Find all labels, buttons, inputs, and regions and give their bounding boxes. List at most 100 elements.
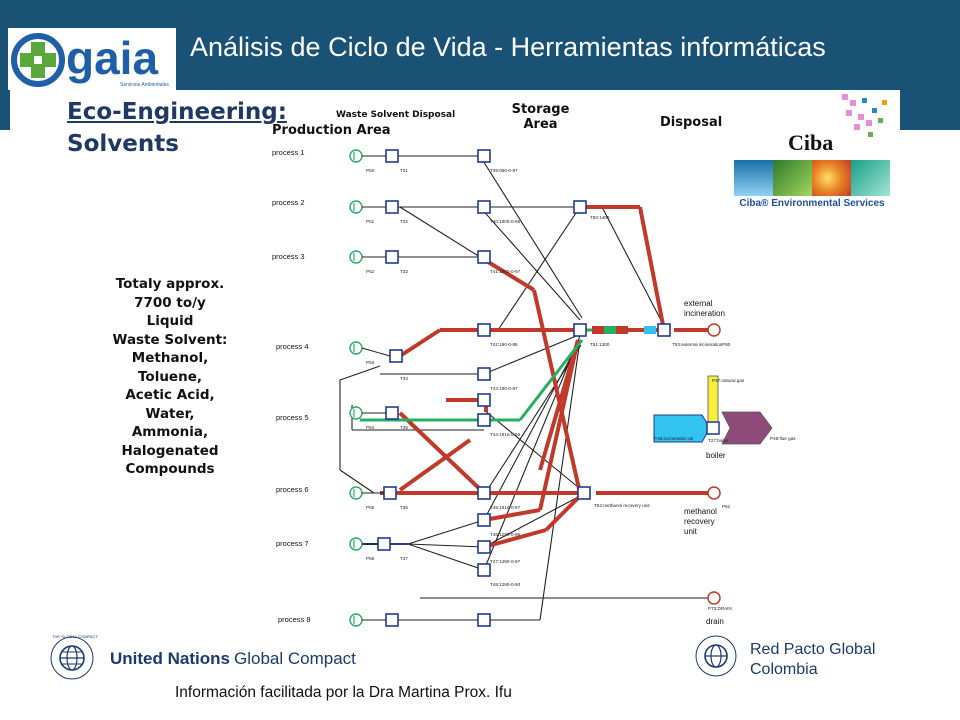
external-incineration-line1: external (684, 299, 713, 308)
t53-label: T53:external incineration (672, 342, 723, 347)
pump-icon (349, 537, 363, 551)
ciba-water-tile (734, 160, 773, 196)
summary-line: Totaly approx. (115, 276, 225, 292)
t50-tank (573, 200, 587, 214)
process-tank (385, 250, 399, 264)
methanol-recovery-line2: recovery (684, 517, 715, 526)
storage-tank (477, 486, 491, 500)
summary-line: Compounds (125, 461, 215, 477)
pump-icon (349, 341, 363, 355)
boiler-unit (653, 375, 773, 445)
page-title-line2: Solvents (67, 131, 179, 157)
page-title: Eco-Engineering: Solvents (67, 96, 287, 160)
storage-heading-line1: Storage (511, 102, 570, 117)
storage-tank (477, 540, 491, 554)
incineration-valve (707, 323, 721, 337)
production-area-heading: Production Area (272, 123, 391, 138)
t51-label: T51:1300 (590, 342, 610, 347)
p61-label: P61 (722, 504, 731, 509)
storage-heading-line2: Area (523, 117, 558, 132)
ciba-butterfly-icon (842, 94, 887, 137)
un-ring-text: THE GLOBAL COMPACT (52, 634, 98, 639)
storage-tank (477, 413, 491, 427)
summary-line: Halogenated (121, 442, 219, 459)
red-pacto-globe-icon (695, 635, 737, 677)
gaia-cross-icon (11, 33, 65, 87)
p73-label: P73:DRAIN (708, 606, 732, 611)
tank-label: T37 (400, 556, 408, 561)
red-flows (380, 205, 714, 549)
methanol-recovery-line1: methanol (684, 507, 717, 516)
pump-label: P56 (366, 556, 375, 561)
store-label: T45:1910-0-97 (490, 505, 521, 510)
process-tank (383, 486, 397, 500)
green-flows (360, 328, 620, 422)
process-tank (385, 200, 399, 214)
pump-label: P51 (366, 219, 375, 224)
storage-area-heading: Storage Area (508, 102, 573, 132)
storage-tank (477, 250, 491, 264)
store-label: T40:1900-0-95 (490, 219, 521, 224)
gaia-logo: gaia Servicios Ambientales (8, 28, 176, 90)
t51-tank (573, 323, 587, 337)
ciba-wordmark: Ciba (788, 130, 834, 155)
summary-line: Water, (145, 405, 195, 422)
tank-label: T35 (400, 425, 408, 430)
solvent-summary: Totaly approx. 7700 to/y Liquid Waste So… (60, 275, 280, 479)
ciba-leaf-tile (851, 160, 890, 196)
tank-label: T31 (400, 168, 408, 173)
storage-tank (477, 149, 491, 163)
process-tank (385, 406, 399, 420)
un-global-compact-logo: THE GLOBAL COMPACT United Nations Global… (48, 632, 368, 682)
store-label: T41:1900-0-97 (490, 269, 521, 274)
pump-label: P52 (366, 269, 375, 274)
ciba-image-strip (734, 160, 890, 196)
storage-tank (477, 323, 491, 337)
thin-connections (339, 155, 714, 621)
tank-label: T32 (400, 219, 408, 224)
process-label: process 7 (276, 539, 309, 548)
store-label: T39:060-0-97 (490, 168, 518, 173)
store-label: T42:190-0-95 (490, 342, 518, 347)
ciba-sun-tile (812, 160, 851, 196)
drain-valve (707, 591, 721, 605)
storage-tank (477, 613, 491, 627)
un-label: United Nations (110, 649, 230, 668)
process-label: process 8 (278, 615, 311, 624)
storage-tank (477, 563, 491, 577)
ciba-fern-tile (773, 160, 812, 196)
pipe-segment (644, 326, 656, 334)
p60-label: P60 (722, 342, 731, 347)
storage-tank (477, 513, 491, 527)
un-globe-icon (50, 636, 94, 680)
slide-header-title: Análisis de Ciclo de Vida - Herramientas… (190, 32, 826, 62)
pump-label: P50 (366, 168, 375, 173)
summary-line: Waste Solvent: (112, 331, 228, 348)
pump-label: P55 (366, 505, 375, 510)
red-pacto-line1: Red Pacto Global (750, 641, 875, 658)
pump-label: P54 (366, 425, 375, 430)
gaia-tagline: Servicios Ambientales (120, 82, 169, 88)
summary-line: Ammonia, (131, 424, 209, 440)
methanol-recovery-line3: unit (684, 527, 698, 536)
pump-icon (349, 149, 363, 163)
store-label: T46:1290-0-95 (490, 532, 521, 537)
storage-tank (477, 393, 491, 407)
page-title-line1: Eco-Engineering: (67, 99, 287, 125)
tank-label: T33 (400, 269, 408, 274)
destination-valves (707, 323, 721, 605)
pipe-segment (604, 326, 616, 334)
store-label: T43:190-0-97 (490, 386, 518, 391)
summary-line: Toluene, (138, 368, 202, 385)
process-tank (385, 149, 399, 163)
natural-gas-label: P47:natural gas (712, 378, 745, 383)
source-credit: Información facilitada por la Dra Martin… (175, 684, 512, 701)
t50-label: T50:1400 (590, 215, 610, 220)
summary-line: Acetic Acid, (125, 387, 215, 403)
boiler-tank-label: T27:boiler (708, 438, 729, 443)
global-compact-label: Global Compact (234, 649, 356, 668)
t52-label: T52:methanol recovery unit (594, 503, 650, 508)
t52-tank (577, 486, 591, 500)
tank-label: T34 (400, 376, 408, 381)
pump-icon (349, 406, 363, 420)
